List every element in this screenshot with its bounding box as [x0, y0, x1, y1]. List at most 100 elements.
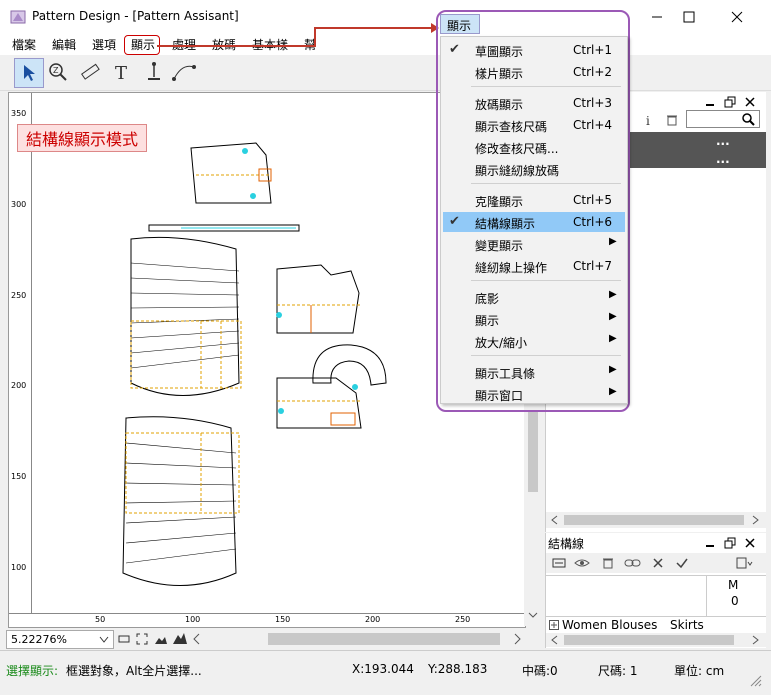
menu-item-shortcut: Ctrl+1	[573, 43, 613, 57]
horizontal-scroll-thumb[interactable]	[268, 633, 500, 645]
list-icon[interactable]	[552, 557, 566, 569]
trash-icon[interactable]	[602, 557, 614, 569]
resize-grip-icon[interactable]	[748, 673, 762, 687]
menu-item-label: 結構線顯示	[475, 217, 536, 231]
menu-item-label: 放大/縮小	[475, 336, 528, 350]
menu-item-show-window[interactable]: 顯示窗口 ▶	[443, 384, 625, 404]
status-unit: 單位: cm	[674, 664, 725, 678]
trash-icon[interactable]	[666, 114, 678, 126]
menu-item-sketch-view[interactable]: ✔ 草圖顯示 Ctrl+1	[443, 40, 625, 60]
struct-hscroll[interactable]	[546, 633, 766, 647]
restore-icon[interactable]	[724, 537, 736, 549]
popup-menu-header[interactable]: 顯示	[440, 14, 480, 34]
zoom-tool[interactable]: Z	[44, 58, 72, 86]
struct-toolbar	[546, 553, 766, 573]
mountain-large-icon[interactable]	[172, 631, 188, 645]
fit-width-icon[interactable]	[118, 633, 130, 645]
scroll-thumb[interactable]	[564, 515, 744, 525]
scroll-right-icon[interactable]	[512, 633, 522, 645]
checkmark-icon[interactable]	[676, 557, 688, 569]
menu-item-shading[interactable]: 底影 ▶	[443, 287, 625, 307]
mode-label: 結構線顯示模式	[17, 124, 148, 152]
right-panel-hscroll[interactable]	[546, 512, 766, 528]
close-icon	[731, 11, 743, 22]
measure-tool[interactable]	[76, 58, 104, 86]
tree-item[interactable]: Skirts	[670, 618, 704, 632]
pattern-canvas[interactable]: 350 300 250 200 150 100 結構線顯示模式	[8, 92, 526, 628]
scroll-right-icon[interactable]	[750, 515, 760, 525]
menu-item-label: 變更顯示	[475, 239, 524, 253]
link-icon[interactable]	[624, 557, 642, 569]
menu-item-display[interactable]: 顯示 ▶	[443, 309, 625, 329]
curve-tool[interactable]	[170, 58, 198, 86]
layer-dots[interactable]: ...	[716, 134, 730, 148]
menu-options[interactable]: 選項	[92, 38, 117, 52]
submenu-arrow-icon: ▶	[609, 289, 617, 300]
search-input[interactable]	[686, 110, 760, 128]
close-icon[interactable]	[744, 537, 756, 549]
menu-file[interactable]: 檔案	[12, 38, 37, 52]
minimize-icon[interactable]	[704, 537, 716, 549]
status-bar: 選擇顯示: 框選對象，Alt全片選擇... X:193.044 Y:288.18…	[0, 650, 771, 695]
minimize-icon	[652, 16, 662, 17]
maximize-icon	[683, 11, 695, 22]
menu-item-modify-check-size[interactable]: 修改查核尺碼...	[443, 137, 625, 157]
scroll-left-icon[interactable]	[550, 515, 560, 525]
options-menu-icon[interactable]	[736, 557, 754, 569]
scroll-down-icon[interactable]	[528, 610, 538, 620]
view-popup-menu: ✔ 草圖顯示 Ctrl+1 樣片顯示 Ctrl+2 放碼顯示 Ctrl+3 顯示…	[440, 36, 628, 404]
expand-plus-icon[interactable]	[549, 620, 559, 630]
submenu-arrow-icon: ▶	[609, 386, 617, 397]
menu-item-check-size[interactable]: 顯示查核尺碼 Ctrl+4	[443, 115, 625, 135]
collar-piece	[312, 344, 387, 390]
zoom-combo[interactable]: 5.22276%	[6, 630, 114, 649]
minimize-button[interactable]	[634, 0, 680, 33]
scroll-left-icon[interactable]	[192, 633, 202, 645]
tree-item[interactable]: Women Blouses	[562, 618, 658, 632]
vruler-tick-label: 250	[11, 291, 27, 300]
status-hint: 框選對象，Alt全片選擇...	[66, 664, 202, 678]
mountain-small-icon[interactable]	[154, 633, 168, 645]
menu-item-structure-line-view[interactable]: ✔ 結構線顯示 Ctrl+6	[443, 212, 625, 232]
menu-item-piece-view[interactable]: 樣片顯示 Ctrl+2	[443, 62, 625, 82]
hruler-tick-label: 100	[185, 615, 201, 624]
bodice-piece	[276, 264, 362, 429]
text-tool[interactable]: T	[108, 58, 136, 86]
fit-all-icon[interactable]	[136, 633, 148, 645]
eye-icon[interactable]	[574, 557, 590, 569]
layer-dots[interactable]: ...	[716, 152, 730, 166]
divider	[706, 576, 707, 616]
menu-item-zoom[interactable]: 放大/縮小 ▶	[443, 331, 625, 351]
minimize-icon[interactable]	[704, 96, 716, 108]
menu-item-seam-grading[interactable]: 顯示縫紉線放碼	[443, 159, 625, 179]
tree-row[interactable]: Women Blouses Skirts	[546, 617, 766, 633]
close-icon[interactable]	[744, 96, 756, 108]
menu-item-show-toolbar[interactable]: 顯示工具條 ▶	[443, 362, 625, 382]
select-tool[interactable]	[14, 58, 44, 88]
popup-highlight-outline	[436, 10, 630, 412]
delete-x-icon[interactable]	[652, 557, 664, 569]
menu-item-shortcut: Ctrl+5	[573, 193, 613, 207]
skirt-piece-upper	[130, 236, 242, 396]
scroll-thumb[interactable]	[528, 412, 538, 492]
menu-item-clone-view[interactable]: 克隆顯示 Ctrl+5	[443, 190, 625, 210]
anchor-tool[interactable]	[140, 58, 168, 86]
menu-item-grading-view[interactable]: 放碼顯示 Ctrl+3	[443, 93, 625, 113]
maximize-button[interactable]	[666, 0, 712, 33]
menu-item-change-view[interactable]: 變更顯示 ▶	[443, 234, 625, 254]
info-icon[interactable]: i	[644, 114, 654, 126]
scroll-thumb[interactable]	[564, 635, 734, 645]
hruler-tick-label: 200	[365, 615, 381, 624]
svg-text:Z: Z	[53, 66, 59, 75]
menu-item-seam-operation[interactable]: 縫紉線上操作 Ctrl+7	[443, 256, 625, 276]
hruler-tick-label: 150	[275, 615, 291, 624]
menu-view[interactable]: 顯示	[131, 38, 156, 52]
menu-edit[interactable]: 編輯	[52, 38, 77, 52]
menu-item-shortcut: Ctrl+7	[573, 259, 613, 273]
close-button[interactable]	[714, 0, 760, 33]
restore-icon[interactable]	[724, 96, 736, 108]
scroll-right-icon[interactable]	[750, 635, 760, 645]
menu-separator	[471, 280, 621, 281]
scroll-left-icon[interactable]	[550, 635, 560, 645]
menu-item-label: 克隆顯示	[475, 195, 524, 209]
